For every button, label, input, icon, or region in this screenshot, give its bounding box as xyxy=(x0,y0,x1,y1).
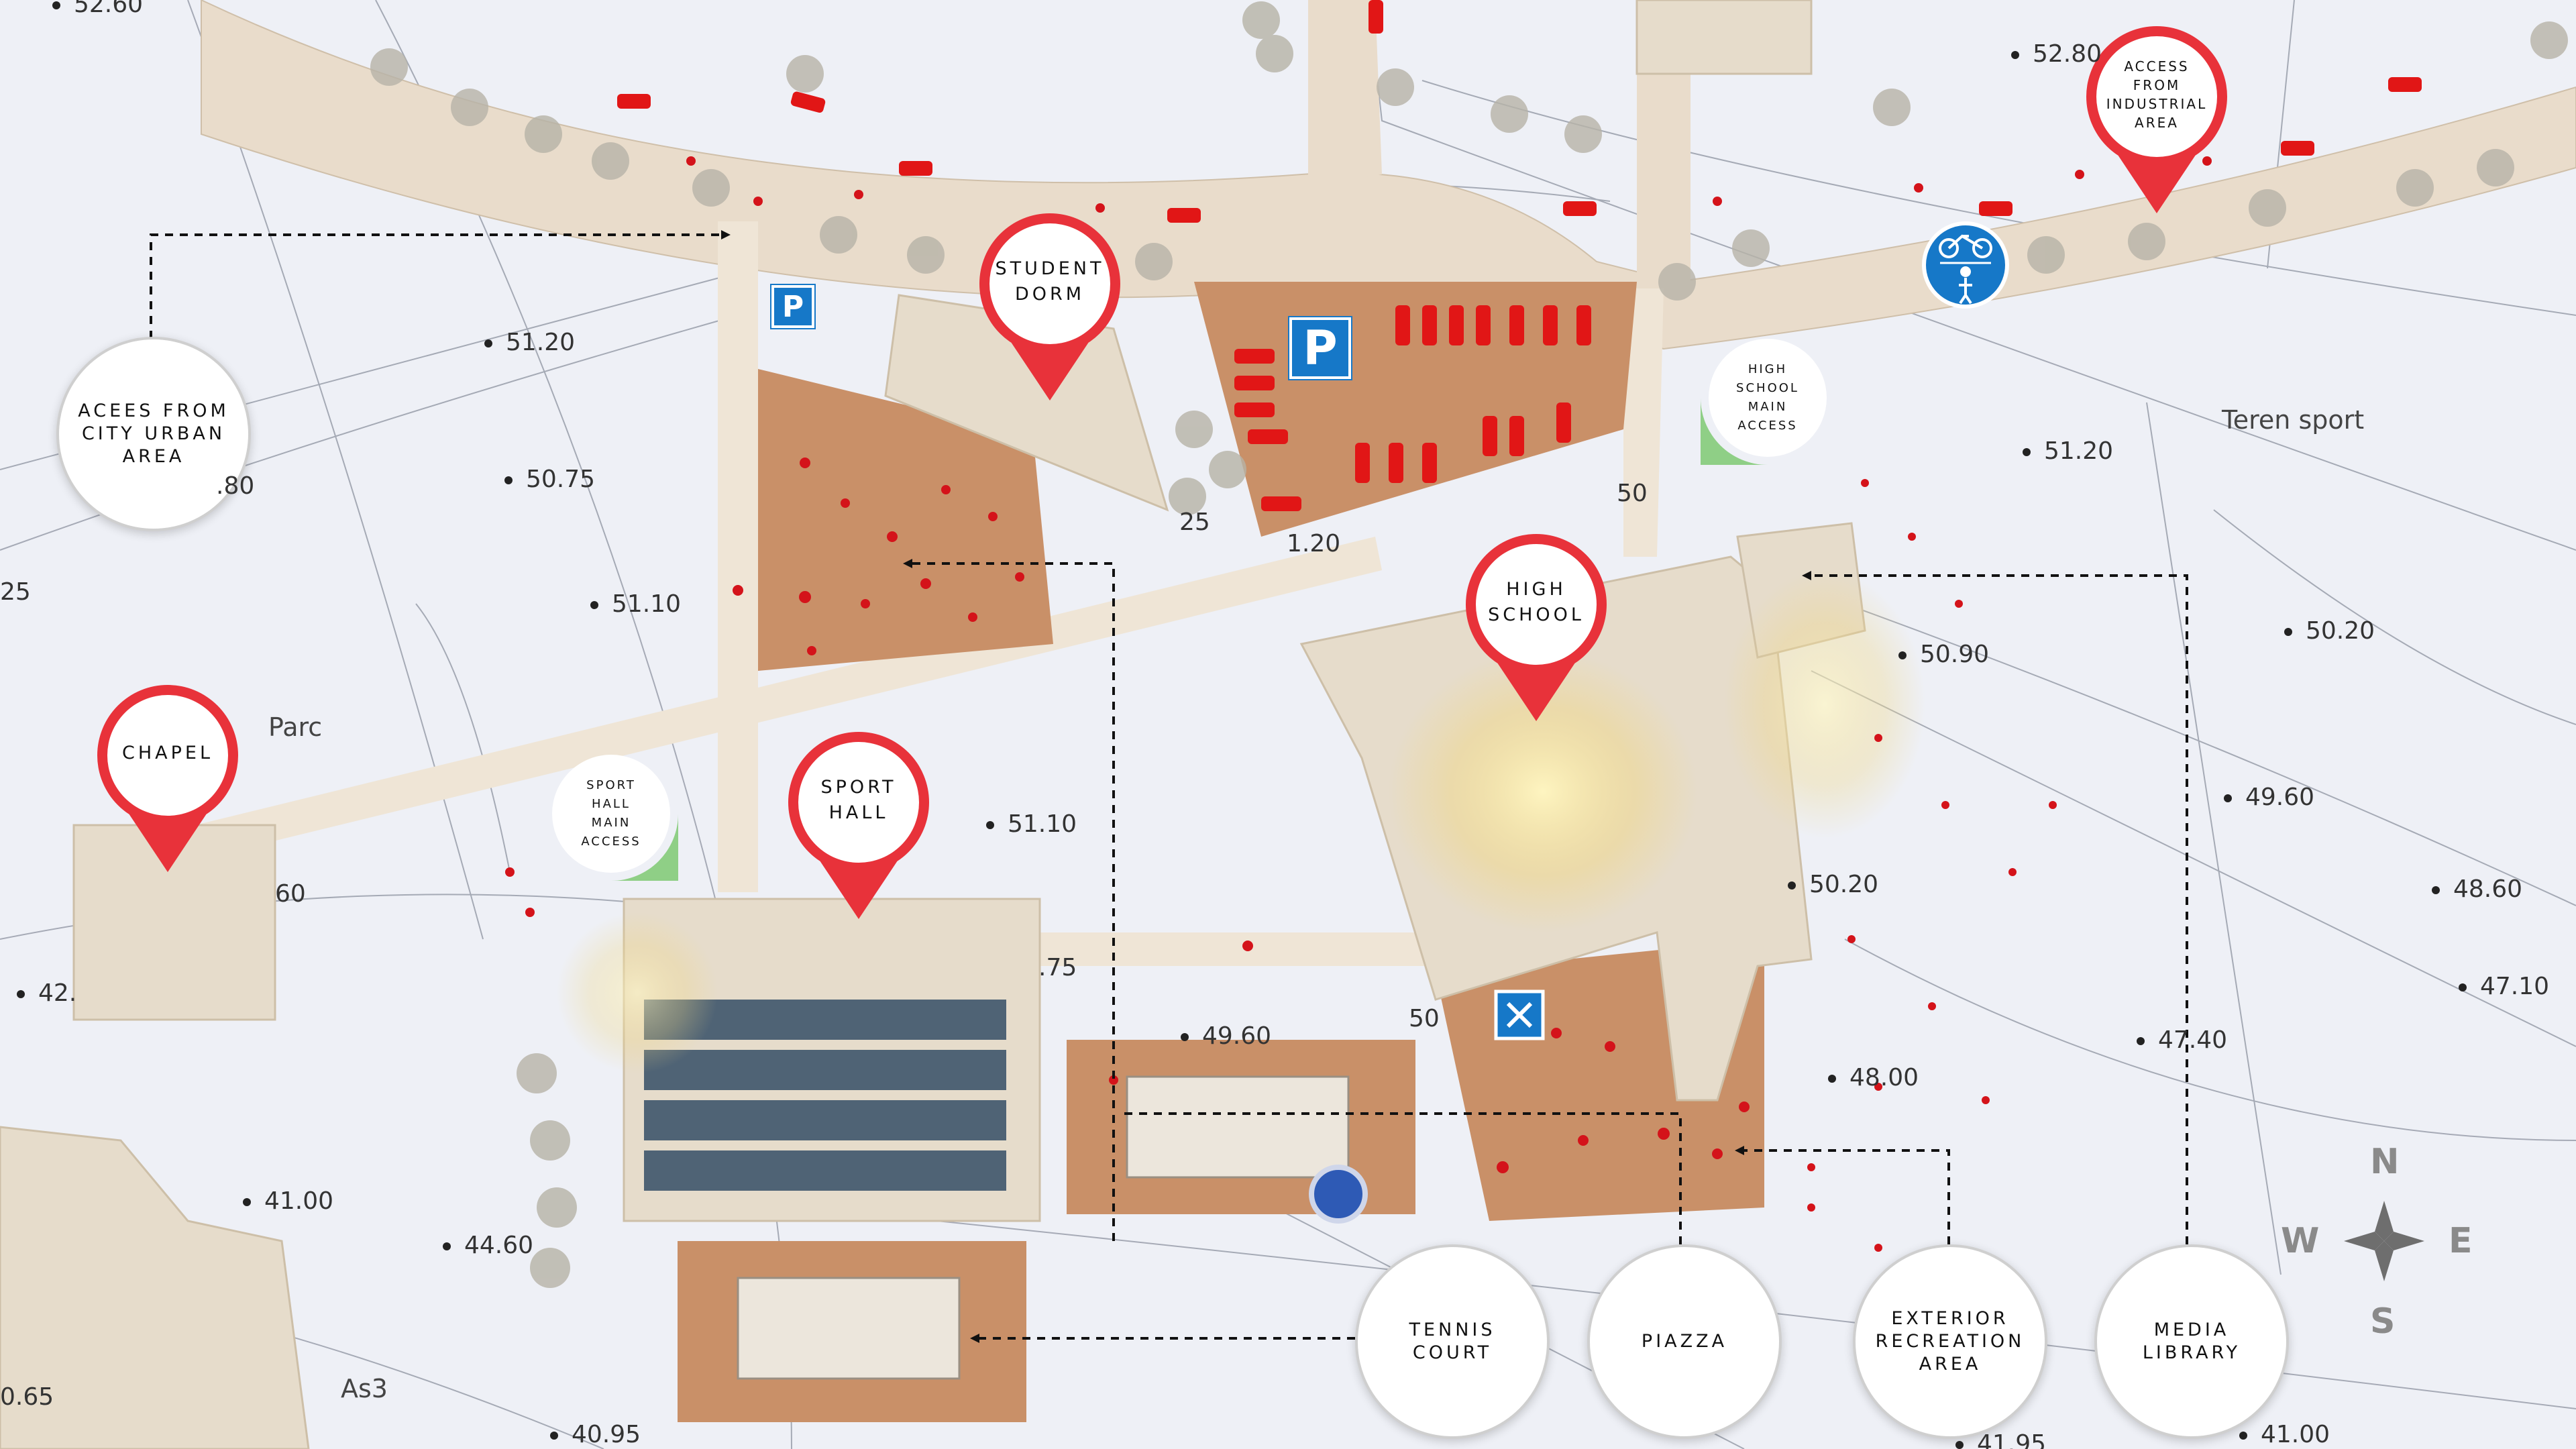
pin-shape xyxy=(2086,26,2227,213)
west-path xyxy=(718,221,758,892)
parked-cars xyxy=(617,0,2422,511)
elevation-label: 50 xyxy=(1617,480,1648,507)
elevation-label: .80 xyxy=(216,472,255,500)
high-school-access-marker[interactable]: HIGH SCHOOL MAIN ACCESS xyxy=(1697,327,1838,468)
compass-west: W xyxy=(2281,1221,2320,1261)
dorm-plaza xyxy=(758,369,1053,671)
connector-path xyxy=(1033,932,1436,966)
elevation-label: 51.10 xyxy=(986,810,1077,838)
tennis-court-callout[interactable]: TENNIS COURT xyxy=(1355,1244,1550,1439)
elevation-label: 48.60 xyxy=(2432,875,2522,903)
sport-hall-access-label: SPORT HALL MAIN ACCESS xyxy=(581,778,641,849)
city-access-callout[interactable]: ACEES FROM CITY URBAN AREA xyxy=(56,337,251,531)
as3-label: As3 xyxy=(341,1374,388,1403)
sport-hall-access-marker[interactable]: SPORT HALL MAIN ACCESS xyxy=(541,743,682,884)
compass-rose xyxy=(2344,1201,2424,1281)
dorm-east-path xyxy=(1623,288,1664,557)
elevation-label: 41.00 xyxy=(2239,1421,2330,1448)
elevation-label: 41.00 xyxy=(243,1187,333,1215)
trees xyxy=(370,1,2568,1288)
high-school-label: HIGH SCHOOL xyxy=(1488,579,1585,625)
elevation-label: 50.90 xyxy=(1898,641,1989,668)
pin-shape xyxy=(979,213,1120,400)
elevation-label: 42. xyxy=(17,979,76,1007)
exterior-recreation-callout[interactable]: EXTERIOR RECREATION AREA xyxy=(1853,1244,2047,1439)
elevation-label: 25 xyxy=(0,578,31,606)
elevation-label: 51.20 xyxy=(2023,437,2113,465)
student-dorm-label: STUDENT DORM xyxy=(995,258,1105,305)
elevation-label: 49.60 xyxy=(2224,784,2314,811)
people-dots xyxy=(505,156,2212,1252)
elevation-label: 52.60 xyxy=(52,0,143,18)
elevation-label: 48.00 xyxy=(1828,1064,1919,1091)
pin-shape xyxy=(97,685,238,872)
elevation-label: 50.20 xyxy=(2284,617,2375,645)
elevation-label: 60 xyxy=(275,880,306,908)
elevation-label: .75 xyxy=(1038,954,1077,981)
media-library-callout[interactable]: MEDIA LIBRARY xyxy=(2094,1244,2289,1439)
elevation-label: 40.95 xyxy=(550,1421,641,1448)
north-building xyxy=(1635,0,1813,75)
fountain xyxy=(1309,1165,1368,1224)
pin-shape xyxy=(788,732,929,919)
student-dorm-marker[interactable]: STUDENT DORM xyxy=(973,209,1127,404)
elevation-label: 47.40 xyxy=(2137,1026,2227,1054)
compass-east: E xyxy=(2449,1221,2473,1261)
elevation-label: 50 xyxy=(1409,1005,1440,1032)
apartment-blocks xyxy=(0,1126,310,1449)
elevation-label: 51.10 xyxy=(590,590,681,618)
teren-sport-label: Teren sport xyxy=(2222,405,2365,435)
parc-label: Parc xyxy=(268,712,323,742)
elevation-label: 50.20 xyxy=(1788,871,1878,898)
pin-shape xyxy=(1701,331,1835,465)
piazza-callout[interactable]: PIAZZA xyxy=(1587,1244,1782,1439)
chapel-marker[interactable]: CHAPEL xyxy=(91,681,245,875)
elevation-label: 49.60 xyxy=(1181,1022,1271,1050)
sport-hall-marker[interactable]: SPORT HALL xyxy=(782,728,936,922)
parking-sign-small: P xyxy=(771,285,814,328)
dashed-connectors xyxy=(150,230,2188,1343)
elevation-label: 44.60 xyxy=(443,1232,533,1259)
elevation-label: 25 xyxy=(1179,508,1210,536)
elevation-label: 1.20 xyxy=(1287,530,1341,557)
restaurant-sign xyxy=(1494,989,1545,1040)
elevation-label: 41.95 xyxy=(1955,1430,2046,1449)
high-school-marker[interactable]: HIGH SCHOOL xyxy=(1459,530,1613,724)
pin-shape xyxy=(544,747,678,881)
industrial-access-label: ACCESS FROM INDUSTRIAL AREA xyxy=(2106,58,2208,131)
chapel-label: CHAPEL xyxy=(121,743,213,763)
bike-path-sign xyxy=(1922,221,2009,309)
diagonal-path xyxy=(168,537,1382,865)
road-branch-north xyxy=(1308,0,1382,188)
elevation-label: 47.10 xyxy=(2459,973,2549,1000)
parking-sign-large: P xyxy=(1289,317,1351,379)
elevation-label: 50.75 xyxy=(504,466,595,493)
industrial-access-marker[interactable]: ACCESS FROM INDUSTRIAL AREA xyxy=(2080,22,2234,217)
high-school-access-label: HIGH SCHOOL MAIN ACCESS xyxy=(1736,362,1799,433)
compass-south: S xyxy=(2370,1301,2396,1342)
compass-north: N xyxy=(2370,1142,2400,1182)
pin-shape xyxy=(1466,534,1607,721)
elevation-label: 51.20 xyxy=(484,329,575,356)
elevation-label: 0.65 xyxy=(0,1383,54,1411)
atrium-glow xyxy=(1389,651,1697,932)
elevation-label: 52.80 xyxy=(2011,40,2102,68)
sport-hall-label: SPORT HALL xyxy=(820,777,897,823)
